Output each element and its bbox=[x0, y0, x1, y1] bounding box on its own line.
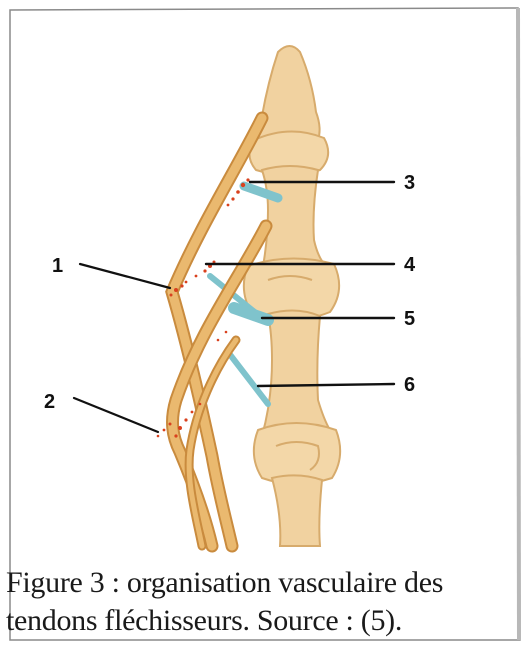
figure-caption: Figure 3 : organisation vasculaire des t… bbox=[6, 564, 521, 640]
label-6: 6 bbox=[404, 374, 415, 396]
vinculum-6 bbox=[228, 352, 268, 404]
figure-border-shadow bbox=[516, 8, 521, 640]
leader-line-1 bbox=[80, 264, 170, 288]
caption-line-2: tendons fléchisseurs. Source : (5). bbox=[6, 602, 521, 640]
label-3: 3 bbox=[404, 172, 415, 194]
label-4: 4 bbox=[404, 254, 416, 276]
label-2: 2 bbox=[44, 391, 55, 413]
label-5: 5 bbox=[404, 308, 415, 330]
caption-line-1: Figure 3 : organisation vasculaire des bbox=[6, 564, 521, 602]
label-1: 1 bbox=[52, 255, 63, 277]
proximal-phalanx bbox=[262, 310, 330, 436]
leader-line-2 bbox=[74, 398, 158, 432]
metacarpal bbox=[272, 475, 322, 546]
